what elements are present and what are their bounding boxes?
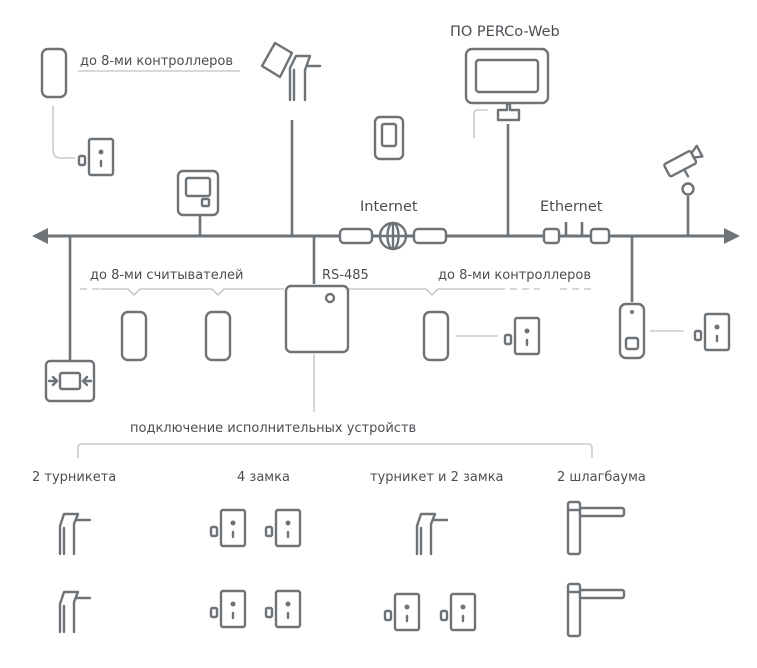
controllers-top-label: до 8-ми контроллеров	[80, 54, 233, 69]
barrier-icon	[566, 582, 626, 638]
readers-label: до 8-ми считывателей	[90, 268, 244, 283]
option-label: 2 турникета	[32, 470, 116, 485]
controllers-bottom-label: до 8-ми контроллеров	[438, 268, 591, 283]
door-lock-icon	[264, 508, 302, 548]
door-lock-icon	[77, 137, 115, 177]
bus-right-arrow-icon	[724, 228, 740, 244]
main-controller-icon	[284, 284, 350, 354]
terminal-icon	[373, 115, 405, 161]
readers-bracket	[100, 288, 284, 297]
door-lock-icon	[209, 508, 247, 548]
door-lock-icon	[264, 589, 302, 629]
controller-keypad-icon	[618, 302, 646, 360]
turnstile-icon	[58, 512, 92, 556]
camera-icon	[663, 144, 704, 178]
reader-icon	[422, 310, 450, 362]
web-software-label: ПО PERCo-Web	[450, 24, 560, 40]
actuators-label: подключение исполнительных устройств	[130, 421, 416, 436]
terminal-with-screen-icon	[176, 169, 220, 217]
door-lock-icon	[503, 316, 541, 356]
controller-door-link	[52, 106, 75, 159]
door-lock-icon	[693, 312, 731, 352]
option-label: 2 шлагбаума	[557, 470, 646, 485]
controller-icon	[40, 47, 68, 99]
actuators-bracket	[77, 443, 593, 458]
turnstile-icon	[415, 512, 449, 556]
ethernet-link	[542, 222, 611, 245]
internet-link	[338, 221, 448, 251]
reader-icon	[120, 310, 148, 362]
ethernet-label: Ethernet	[540, 199, 603, 215]
top-controller-group: до 8-ми контроллеров	[40, 47, 240, 177]
option-label: 4 замка	[237, 470, 290, 485]
door-lock-icon	[209, 589, 247, 629]
turnstile-icon	[58, 590, 92, 634]
option-label: турникет и 2 замка	[370, 470, 504, 485]
camera-mount-icon	[681, 182, 695, 196]
rs485-label: RS-485	[322, 268, 369, 283]
controllers-bracket	[344, 288, 498, 297]
monitor-icon	[464, 47, 550, 122]
monitor-cable	[473, 109, 488, 138]
door-lock-icon	[439, 592, 477, 632]
reader-icon	[204, 310, 232, 362]
door-lock-icon	[383, 592, 421, 632]
barrier-icon	[566, 500, 626, 556]
turnstile-reader-icon	[260, 41, 322, 102]
exit-button-icon	[44, 359, 96, 403]
internet-label: Internet	[360, 199, 418, 215]
bus-left-arrow-icon	[32, 228, 48, 244]
